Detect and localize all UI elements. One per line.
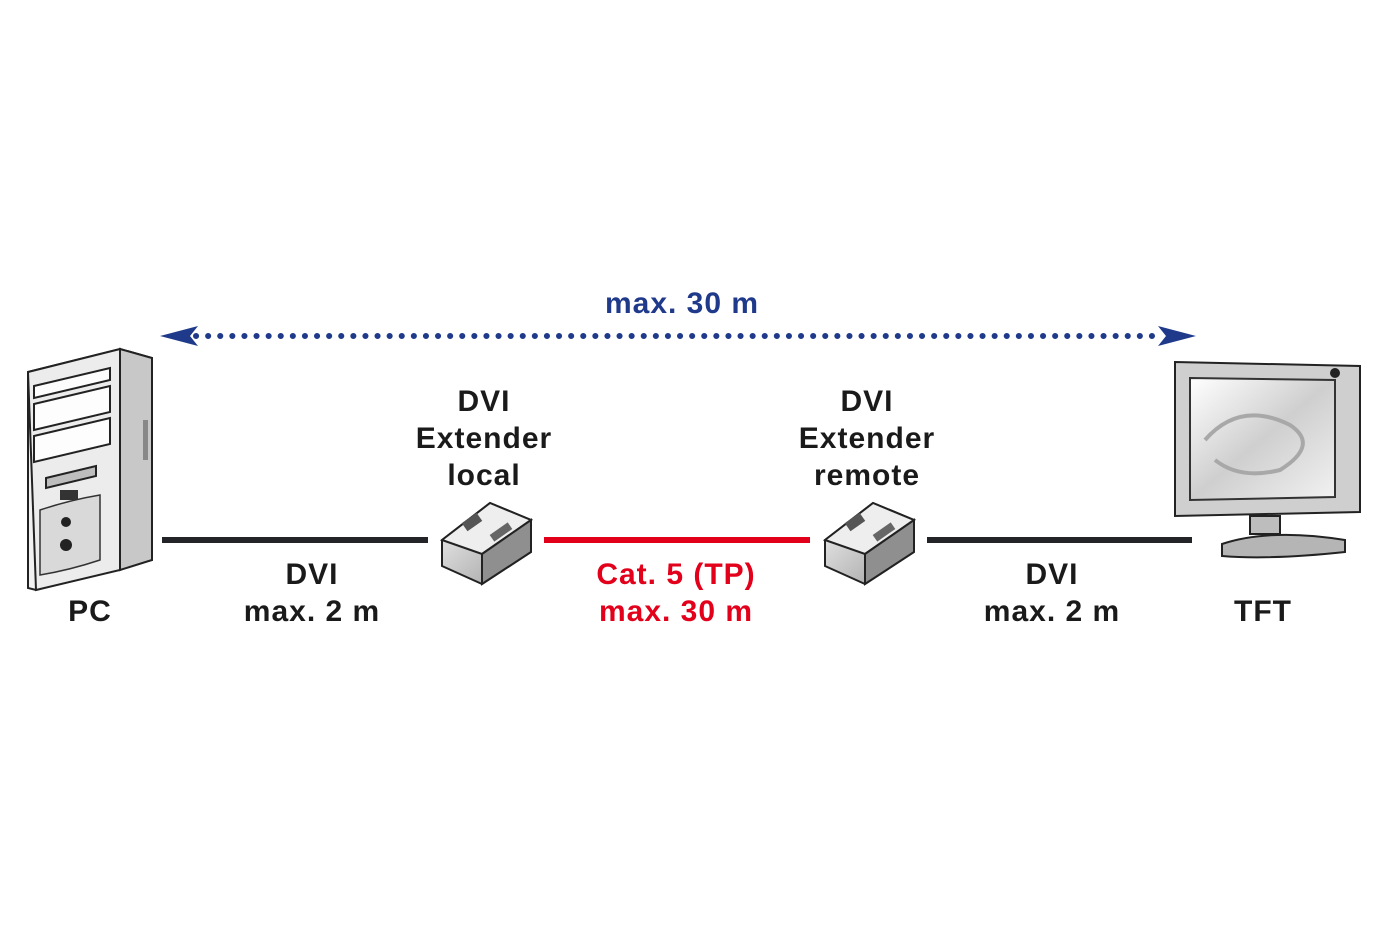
- pc-label: PC: [68, 595, 112, 628]
- extender-remote-box-icon: [822, 501, 917, 586]
- extender-remote-label-line1: DVI: [840, 385, 893, 418]
- cable-left-label-line1: DVI: [285, 558, 338, 591]
- cable-mid-label-line2: max. 30 m: [599, 595, 753, 628]
- arrow-left-icon: [160, 326, 198, 346]
- cable-left-label-line2: max. 2 m: [244, 595, 380, 628]
- extender-local-label-line1: DVI: [457, 385, 510, 418]
- extender-local-box-icon: [439, 501, 534, 586]
- cable-right-label-line2: max. 2 m: [984, 595, 1120, 628]
- pc-tower-icon: [26, 347, 153, 592]
- extender-local-label-line2: Extender: [416, 422, 552, 455]
- extender-remote-label-line3: remote: [814, 459, 920, 492]
- tft-label: TFT: [1234, 595, 1292, 628]
- monitor-icon: [1174, 360, 1361, 559]
- range-label: max. 30 m: [605, 287, 759, 320]
- range-dotted-arrow: [160, 326, 1196, 346]
- cable-right-label-line1: DVI: [1025, 558, 1078, 591]
- extender-remote-label-line2: Extender: [799, 422, 935, 455]
- arrow-right-icon: [1158, 326, 1196, 346]
- extender-local-label-line3: local: [447, 459, 520, 492]
- cable-mid-label-line1: Cat. 5 (TP): [596, 558, 755, 591]
